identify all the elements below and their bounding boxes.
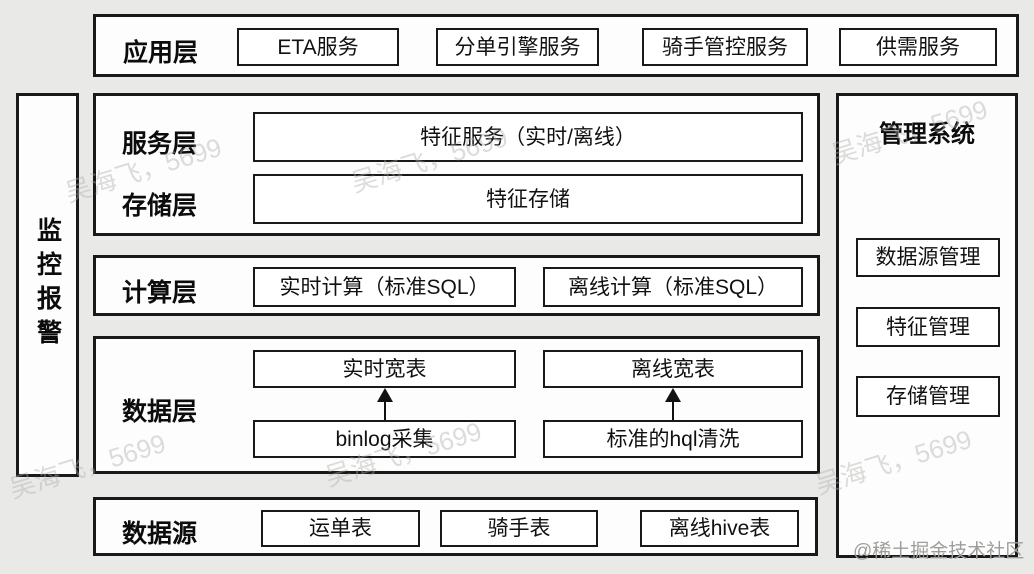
up-arrow-hql-to-offline <box>665 388 681 420</box>
community-credit: @稀土掘金技术社区 <box>853 541 1025 562</box>
section-service-storage: 服务层 特征服务（实时/离线） 存储层 特征存储 <box>93 93 820 236</box>
compute-layer-label: 计算层 <box>122 279 198 307</box>
node-rider-table: 骑手表 <box>440 510 598 547</box>
storage-layer-label: 存储层 <box>122 192 198 220</box>
node-eta-service: ETA服务 <box>237 28 399 66</box>
node-feature-storage: 特征存储 <box>253 174 803 224</box>
node-hql-clean: 标准的hql清洗 <box>543 420 803 458</box>
section-data-source: 数据源 运单表 骑手表 离线hive表 <box>93 497 818 556</box>
node-storage-mgmt: 存储管理 <box>856 376 1000 417</box>
node-feature-mgmt: 特征管理 <box>856 307 1000 347</box>
service-layer-label: 服务层 <box>122 130 198 158</box>
node-rider-control: 骑手管控服务 <box>642 28 808 66</box>
section-app-layer: 应用层 ETA服务 分单引擎服务 骑手管控服务 供需服务 <box>93 14 1019 77</box>
section-data-layer: 数据层 实时宽表 离线宽表 binlog采集 标准的hql清洗 <box>93 336 820 474</box>
node-datasource-mgmt: 数据源管理 <box>856 238 1000 277</box>
data-layer-label: 数据层 <box>122 398 198 426</box>
management-sidebar: 管理系统 数据源管理 特征管理 存储管理 <box>836 93 1018 558</box>
section-compute-layer: 计算层 实时计算（标准SQL） 离线计算（标准SQL） <box>93 255 820 316</box>
node-dispatch-engine: 分单引擎服务 <box>436 28 599 66</box>
node-offline-compute: 离线计算（标准SQL） <box>543 267 803 307</box>
monitoring-sidebar: 监控报警 <box>16 93 79 477</box>
management-title: 管理系统 <box>879 121 975 148</box>
node-supply-demand: 供需服务 <box>839 28 997 66</box>
node-feature-service: 特征服务（实时/离线） <box>253 112 803 162</box>
node-realtime-wide-table: 实时宽表 <box>253 350 516 388</box>
node-binlog-collect: binlog采集 <box>253 420 516 458</box>
node-offline-wide-table: 离线宽表 <box>543 350 803 388</box>
up-arrow-binlog-to-realtime <box>377 388 393 420</box>
app-layer-label: 应用层 <box>123 39 199 67</box>
data-source-label: 数据源 <box>122 520 198 548</box>
monitoring-label: 监控报警 <box>33 217 62 353</box>
node-realtime-compute: 实时计算（标准SQL） <box>253 267 516 307</box>
node-waybill-table: 运单表 <box>261 510 420 547</box>
node-offline-hive-table: 离线hive表 <box>640 510 799 547</box>
